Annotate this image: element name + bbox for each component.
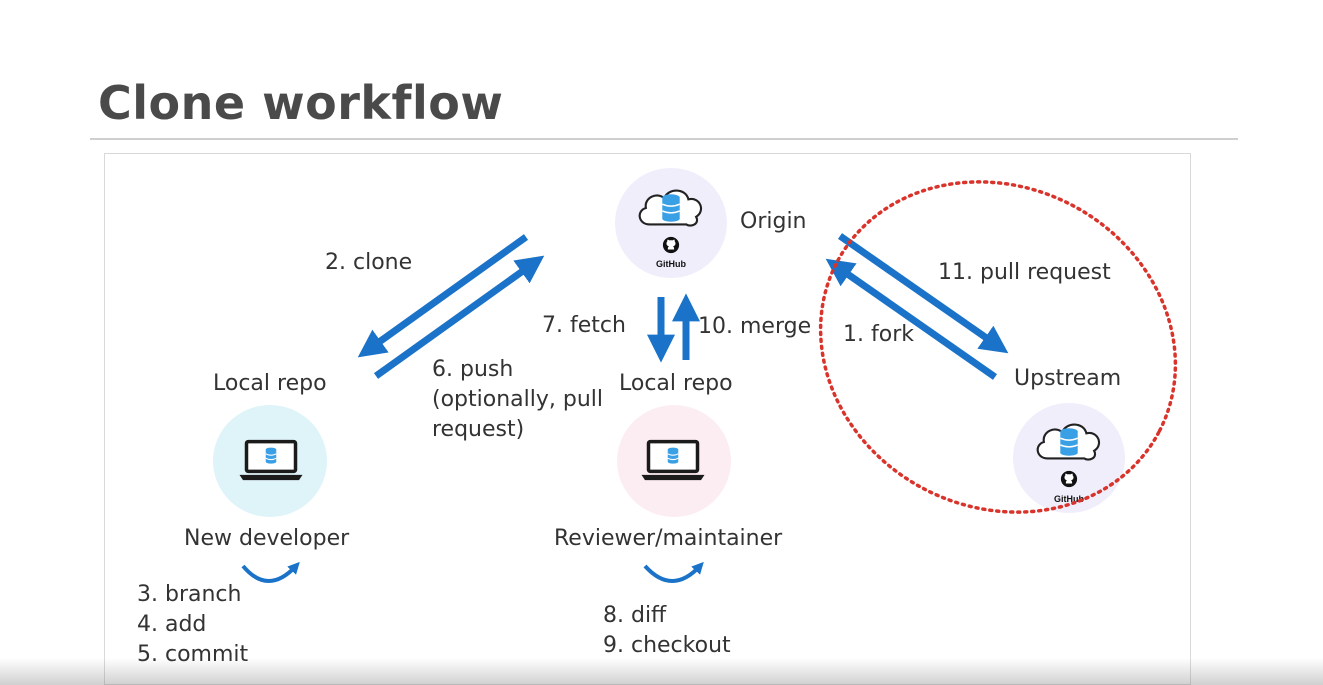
- developer-local-repo-label: Local repo: [213, 371, 327, 396]
- developer-cycle-arrow: [241, 561, 300, 583]
- clone-arrow: [357, 234, 529, 358]
- reviewer-local-repo-label: Local repo: [619, 371, 733, 396]
- step-push-line3: request): [432, 417, 525, 442]
- origin-github-label: GitHub: [656, 259, 686, 269]
- step-diff-label: 8. diff: [603, 603, 667, 628]
- slide-title: Clone workflow: [98, 76, 504, 130]
- origin-cloud-database-icon: [638, 189, 703, 227]
- step-clone-label: 2. clone: [325, 250, 413, 275]
- pull-request-arrow: [838, 233, 1009, 354]
- origin-github-icon: [662, 236, 680, 254]
- bottom-shadow: [0, 658, 1323, 685]
- reviewer-cycle-arrow: [643, 561, 704, 583]
- upstream-label: Upstream: [1014, 366, 1122, 391]
- upstream-github-label: GitHub: [1054, 494, 1084, 504]
- developer-laptop-icon: [237, 439, 305, 482]
- step-fetch-label: 7. fetch: [542, 313, 626, 338]
- step-commit-label: 5. commit: [137, 642, 249, 667]
- step-branch-label: 3. branch: [137, 582, 242, 607]
- title-divider: [90, 138, 1238, 140]
- fork-highlight-ring: [818, 180, 1178, 514]
- reviewer-laptop-icon: [639, 439, 707, 482]
- new-developer-label: New developer: [184, 526, 350, 551]
- upstream-cloud-database-icon: [1036, 423, 1101, 461]
- step-push-line1: 6. push: [432, 357, 514, 382]
- step-push-line2: (optionally, pull: [432, 387, 603, 412]
- step-checkout-label: 9. checkout: [603, 633, 731, 658]
- step-add-label: 4. add: [137, 612, 207, 637]
- step-merge-label: 10. merge: [698, 314, 812, 339]
- push-arrow: [373, 255, 545, 379]
- step-fork-label: 1. fork: [843, 322, 914, 347]
- upstream-github-icon: [1060, 470, 1078, 488]
- reviewer-maintainer-label: Reviewer/maintainer: [554, 526, 783, 551]
- origin-label: Origin: [740, 209, 807, 234]
- step-pull-request-label: 11. pull request: [938, 260, 1111, 285]
- fork-arrow: [825, 258, 998, 380]
